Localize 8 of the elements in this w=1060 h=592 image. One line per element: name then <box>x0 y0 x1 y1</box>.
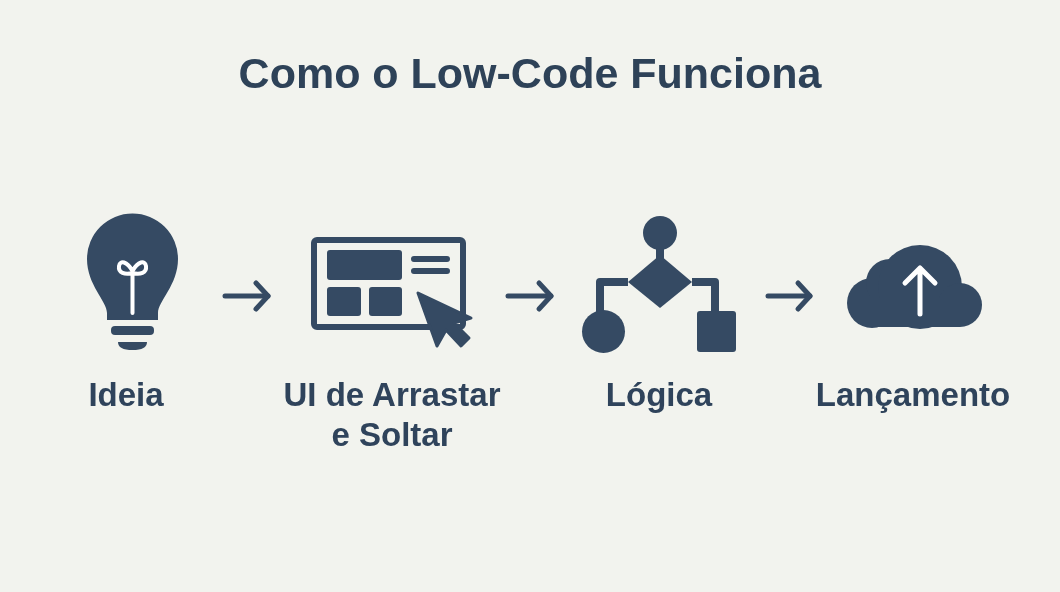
arrow <box>505 280 554 312</box>
arrow <box>765 280 813 312</box>
step-label: UI de Arrastar e Soltar <box>282 375 502 455</box>
title: Como o Low-Code Funciona <box>238 48 822 99</box>
step-label: Lógica <box>605 375 713 415</box>
arrow <box>222 280 271 312</box>
step-label: Ideia <box>88 375 164 415</box>
step-label: Lançamento <box>815 375 1011 415</box>
